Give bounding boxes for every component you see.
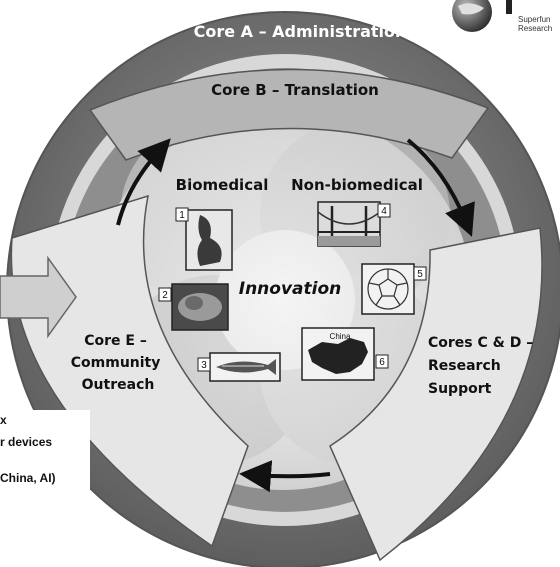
svg-text:r devices: r devices [0,435,52,449]
cycle-arrow-bottom [239,460,331,493]
svg-text:6: 6 [379,357,385,368]
svg-text:4: 4 [381,206,387,217]
cycle-arrow-right [406,138,475,237]
pregnant-woman-photo-icon [197,215,222,266]
arrow-right-icon [0,255,77,339]
china-map-icon [308,338,368,374]
innovation-label: Innovation [239,279,342,299]
cores-cd-panel [329,227,543,562]
image-4-bridge: 4 [317,201,391,247]
svg-text:5: 5 [417,269,423,280]
svg-text:2: 2 [162,290,168,301]
cycle-arrow-left [116,138,171,226]
image-2-embryo: 2 [158,283,229,331]
core-e-panel [10,194,249,548]
core-b-panel [88,68,490,161]
core-a-label: Core A – Administration [194,22,407,41]
image-5-buckyball: 5 [361,263,427,315]
core-b-label: Core B – Translation [211,81,379,99]
svg-text:3: 3 [201,360,207,371]
svg-text:Research: Research [518,24,552,33]
image-3-zebrafish: 3 [197,352,281,382]
bridge-photo-icon [317,206,381,246]
buckyball-icon [367,268,409,310]
image-6-china-map: China 6 [301,327,389,381]
cores-cd-label: Cores C & D – Research Support [428,335,538,397]
china-map-label: China [330,332,351,341]
image-1-pregnant-woman: 1 [175,207,233,271]
zebrafish-icon [216,359,276,375]
biomedical-label: Biomedical [176,176,269,194]
core-e-label: Core E – Community Outreach [71,333,166,393]
superfund-logo: Superfun Research [440,0,560,40]
left-cropped-text: x r devices China, AI) [0,410,90,490]
svg-text:x: x [0,413,7,427]
nonbiomedical-label: Non-biomedical [291,176,423,194]
svg-text:1: 1 [179,210,185,221]
svg-text:Superfun: Superfun [518,15,550,24]
svg-text:China, AI): China, AI) [0,471,56,485]
